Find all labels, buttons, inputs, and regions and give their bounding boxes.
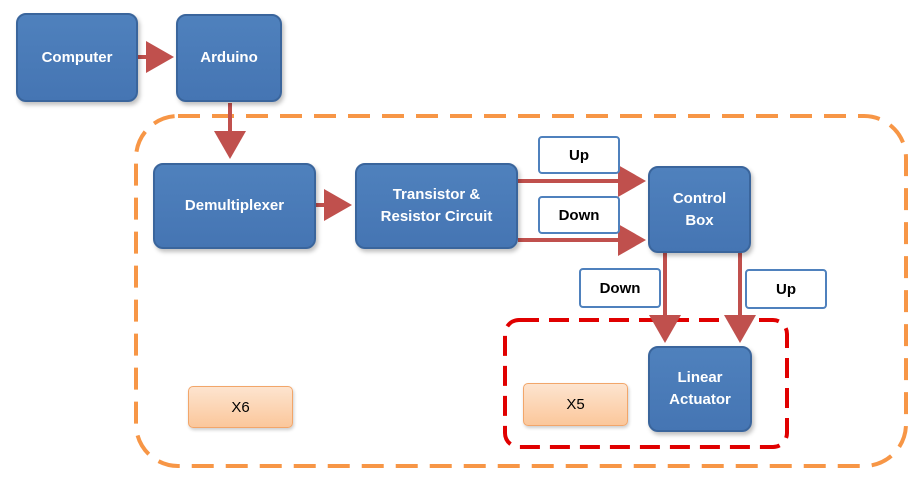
node-transistor-label: Transistor & Resistor Circuit <box>380 186 493 225</box>
edge-label-down-bottom-text: Down <box>599 279 641 297</box>
inner-group-boundary <box>503 318 789 449</box>
node-linear-actuator: Linear Actuator <box>648 346 752 432</box>
multiplier-outer-text: X6 <box>231 398 250 416</box>
node-computer-label: Computer <box>41 48 113 66</box>
edge-label-down-mid-text: Down <box>558 206 600 224</box>
node-control-box-label: Control Box <box>672 189 727 229</box>
node-control-box: Control Box <box>648 166 751 253</box>
node-arduino: Arduino <box>176 14 282 102</box>
multiplier-inner-text: X5 <box>566 396 585 413</box>
node-computer: Computer <box>16 13 138 102</box>
node-transistor-resistor-circuit: Transistor & Resistor Circuit <box>355 163 518 249</box>
edge-label-up-bottom-text: Up <box>776 280 796 298</box>
node-arduino-label: Arduino <box>200 49 258 66</box>
multiplier-badge-inner: X5 <box>523 383 628 426</box>
edge-label-down-mid: Down <box>538 196 620 234</box>
outer-group-boundary <box>134 114 908 468</box>
node-demultiplexer-label: Demultiplexer <box>184 197 285 214</box>
edge-label-down-bottom: Down <box>579 268 661 308</box>
edge-label-up-top-text: Up <box>569 146 589 164</box>
edge-label-up-bottom: Up <box>745 269 827 309</box>
multiplier-badge-outer: X6 <box>188 386 293 428</box>
node-linear-actuator-label: Linear Actuator <box>669 369 731 408</box>
edge-label-up-top: Up <box>538 136 620 174</box>
node-demultiplexer: Demultiplexer <box>153 163 316 249</box>
